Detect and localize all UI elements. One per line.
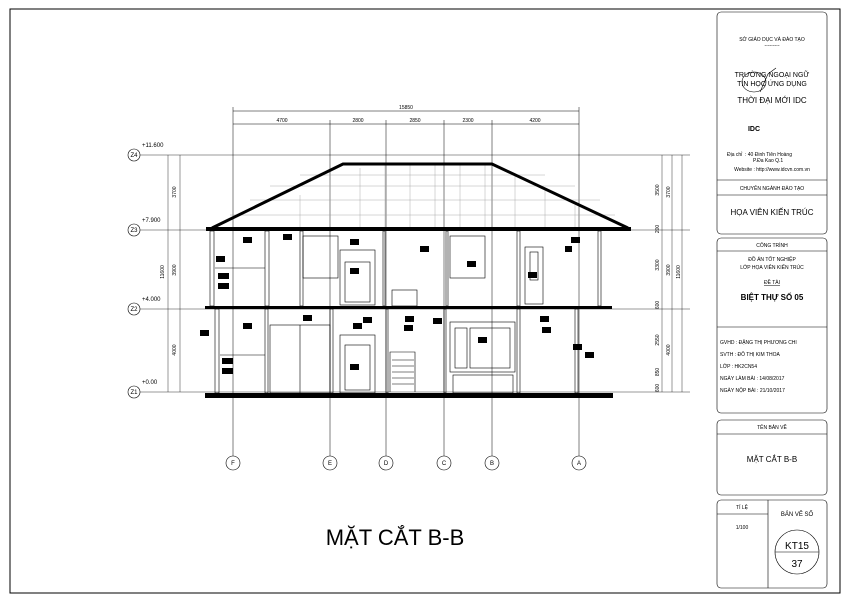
sheet-code: KT15	[785, 541, 809, 552]
major-label: CHUYÊN NGÀNH ĐÀO TẠO	[740, 184, 804, 192]
info-row: LỚP : HK2CN54	[720, 363, 757, 370]
scale-label: TỈ LỆ	[736, 503, 749, 511]
top-dimensions	[232, 107, 580, 470]
span-dim: 2850	[409, 118, 420, 124]
level-tag: Z1	[130, 390, 138, 396]
dim: 850	[655, 368, 661, 377]
info-row: SVTH : ĐỖ THỊ KIM THOA	[720, 351, 780, 358]
title-block	[716, 11, 828, 589]
level-value: +0.00	[142, 380, 158, 386]
axis-label: F	[231, 461, 235, 467]
topic: BIỆT THỰ SỐ 05	[741, 292, 804, 302]
sheet-name-label: TÊN BẢN VẼ	[757, 423, 787, 431]
dim: 2550	[655, 334, 661, 345]
drawing-title: MẶT CẮT B-B	[326, 525, 465, 550]
address-label: Địa chỉ	[727, 151, 743, 158]
major: HỌA VIÊN KIẾN TRÚC	[731, 207, 814, 217]
level-value: +11.600	[142, 143, 164, 149]
department: SỞ GIÁO DỤC VÀ ĐÀO TẠO	[739, 36, 805, 43]
logo: IDC	[748, 126, 760, 133]
address-line2: P.Đa Kao Q.1	[753, 158, 783, 164]
level-tag: Z3	[130, 228, 138, 234]
school-line2: TIN HỌC ỨNG DỤNG	[737, 79, 807, 88]
axis-label: D	[384, 461, 389, 467]
dim: 3500	[655, 184, 661, 195]
dim: 3900	[666, 264, 672, 275]
level-value: +7.900	[142, 218, 161, 224]
sheet-no-label: BẢN VẼ SỐ	[781, 511, 814, 518]
info-row: GVHD : ĐẶNG THỊ PHƯƠNG CHI	[720, 339, 797, 346]
span-dim: 2300	[462, 118, 473, 124]
room-tags	[200, 234, 594, 374]
scale: 1/100	[736, 525, 749, 531]
dim: 3300	[655, 259, 661, 270]
project-line2: LỚP HỌA VIÊN KIẾN TRÚC	[740, 263, 804, 271]
website: Website : http://www.idcvn.com.vn	[734, 167, 810, 173]
axis-label: C	[442, 461, 447, 467]
dim: 600	[655, 301, 661, 310]
axis-label: E	[328, 461, 332, 467]
span-dim: 4200	[529, 118, 540, 124]
topic-label: ĐỀ TÀI	[764, 279, 780, 286]
sheet-name: MẶT CẮT B-B	[747, 455, 797, 464]
overall-dim: 15850	[399, 105, 413, 111]
school-name: THỜI ĐẠI MỚI IDC	[737, 96, 806, 105]
info-row: NGÀY NỘP BÀI : 21/10/2017	[720, 387, 785, 394]
sheet-border	[9, 8, 841, 594]
building-section	[200, 230, 613, 398]
axis-label: B	[490, 461, 494, 467]
span-dim: 2800	[352, 118, 363, 124]
project-label: CÔNG TRÌNH	[756, 242, 788, 249]
roof	[206, 162, 631, 231]
grid-axes: F E D C B A	[225, 455, 587, 471]
address-line1: : 40 Đinh Tiên Hoàng	[745, 152, 792, 158]
span-dim: 4700	[276, 118, 287, 124]
dim: 4000	[666, 344, 672, 355]
axis-label: A	[577, 461, 581, 467]
right-dims: 3500 200 3300 600 2550 850 600 3700 3900…	[655, 184, 682, 392]
dim: 600	[655, 384, 661, 393]
dim: 3900	[172, 264, 178, 275]
dim: 11600	[676, 265, 682, 279]
dim: 200	[655, 225, 661, 234]
left-dims: 3700 3900 4000 11600	[160, 186, 178, 355]
dashes: ---------	[765, 43, 780, 49]
level-tag: Z4	[130, 153, 138, 159]
level-tag: Z2	[130, 307, 138, 313]
dim: 11600	[160, 265, 166, 279]
project-line1: ĐỒ ÁN TỐT NGHIỆP	[748, 255, 796, 263]
level-markers: Z4 +11.600 Z3 +7.900 Z2 +4.000 Z1 +0.00	[127, 143, 164, 399]
dim: 3700	[666, 186, 672, 197]
info-row: NGÀY LÀM BÀI : 14/08/2017	[720, 375, 785, 382]
sheet-total: 37	[791, 559, 803, 570]
school-line1: TRƯỜNG NGOẠI NGỮ	[735, 70, 810, 79]
dim: 3700	[172, 186, 178, 197]
dim: 4000	[172, 344, 178, 355]
level-value: +4.000	[142, 297, 161, 303]
